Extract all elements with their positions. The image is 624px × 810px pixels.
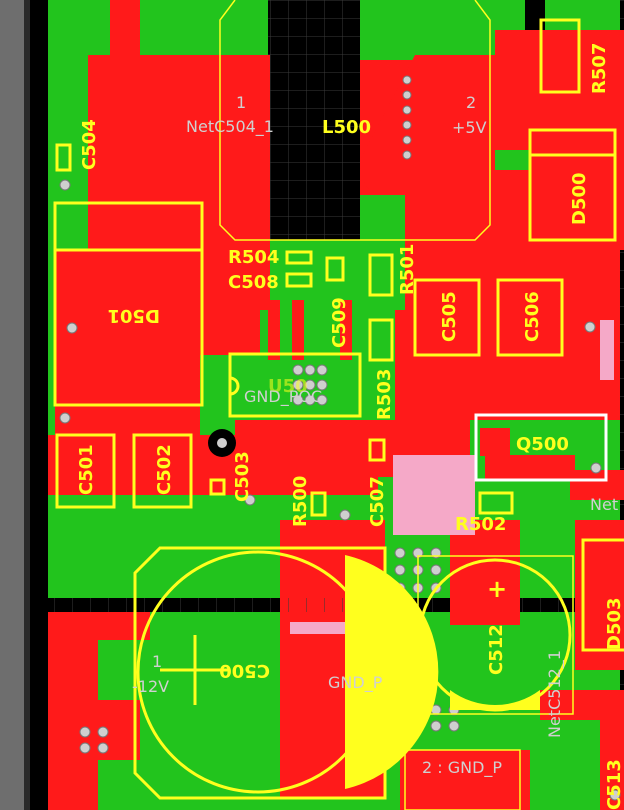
ref-r500: R500	[290, 476, 311, 527]
l500-net2: +5V	[452, 118, 487, 137]
ref-d503: D503	[604, 597, 624, 650]
ref-c506: C506	[522, 291, 543, 342]
c512-net: NetC512_1	[545, 650, 565, 738]
left-ruler	[0, 0, 30, 810]
ref-r503: R503	[374, 369, 395, 420]
c500-net1: -12V	[132, 677, 169, 696]
ref-c501: C501	[76, 444, 97, 495]
grid-in-gap	[268, 0, 360, 240]
ref-c507: C507	[367, 476, 388, 527]
c500-net2: GND_P	[328, 673, 383, 693]
net-labels: 1 2 NetC504_1 +5V 1 -12V GND_P NetC512_1…	[132, 93, 618, 778]
ref-r502: R502	[455, 514, 506, 535]
q500-pad	[480, 428, 510, 456]
ref-r504: R504	[228, 247, 279, 268]
ref-d501: D501	[107, 305, 160, 326]
ref-c504: C504	[79, 119, 100, 170]
q500-outline	[474, 413, 608, 482]
ref-c500: C500	[219, 660, 270, 681]
ref-c508: C508	[228, 272, 279, 293]
c512-plus: +	[487, 575, 507, 603]
ref-l500: L500	[322, 117, 371, 138]
ref-c505: C505	[439, 291, 460, 342]
net-u500: GND_POC	[244, 387, 322, 407]
q500-net: Net	[590, 495, 618, 514]
vias	[59, 75, 621, 801]
l500-net1: NetC504_1	[186, 117, 274, 137]
silkscreen-designators: C504 L500 R507 D500 R504 C508 R501 C509 …	[76, 43, 624, 810]
gnd-pad-label: 2 : GND_P	[422, 758, 502, 778]
ref-r507: R507	[589, 43, 610, 94]
mounting-hole-pad	[217, 438, 227, 448]
ref-c509: C509	[329, 297, 350, 348]
ref-q500: Q500	[516, 434, 569, 455]
ref-d500: D500	[569, 172, 590, 225]
l500-pin2: 2	[466, 93, 476, 112]
silkscreen-outlines	[53, 0, 624, 810]
c500-pin1: 1	[152, 652, 162, 671]
l500-pin1: 1	[236, 93, 246, 112]
ref-c512: C512	[486, 624, 507, 675]
ref-r501: R501	[397, 244, 418, 295]
ref-u500: U50	[268, 376, 308, 397]
q500-pad-2	[545, 458, 575, 478]
ref-c513: C513	[604, 759, 624, 810]
ref-c502: C502	[154, 444, 175, 495]
ref-c503: C503	[232, 451, 253, 502]
